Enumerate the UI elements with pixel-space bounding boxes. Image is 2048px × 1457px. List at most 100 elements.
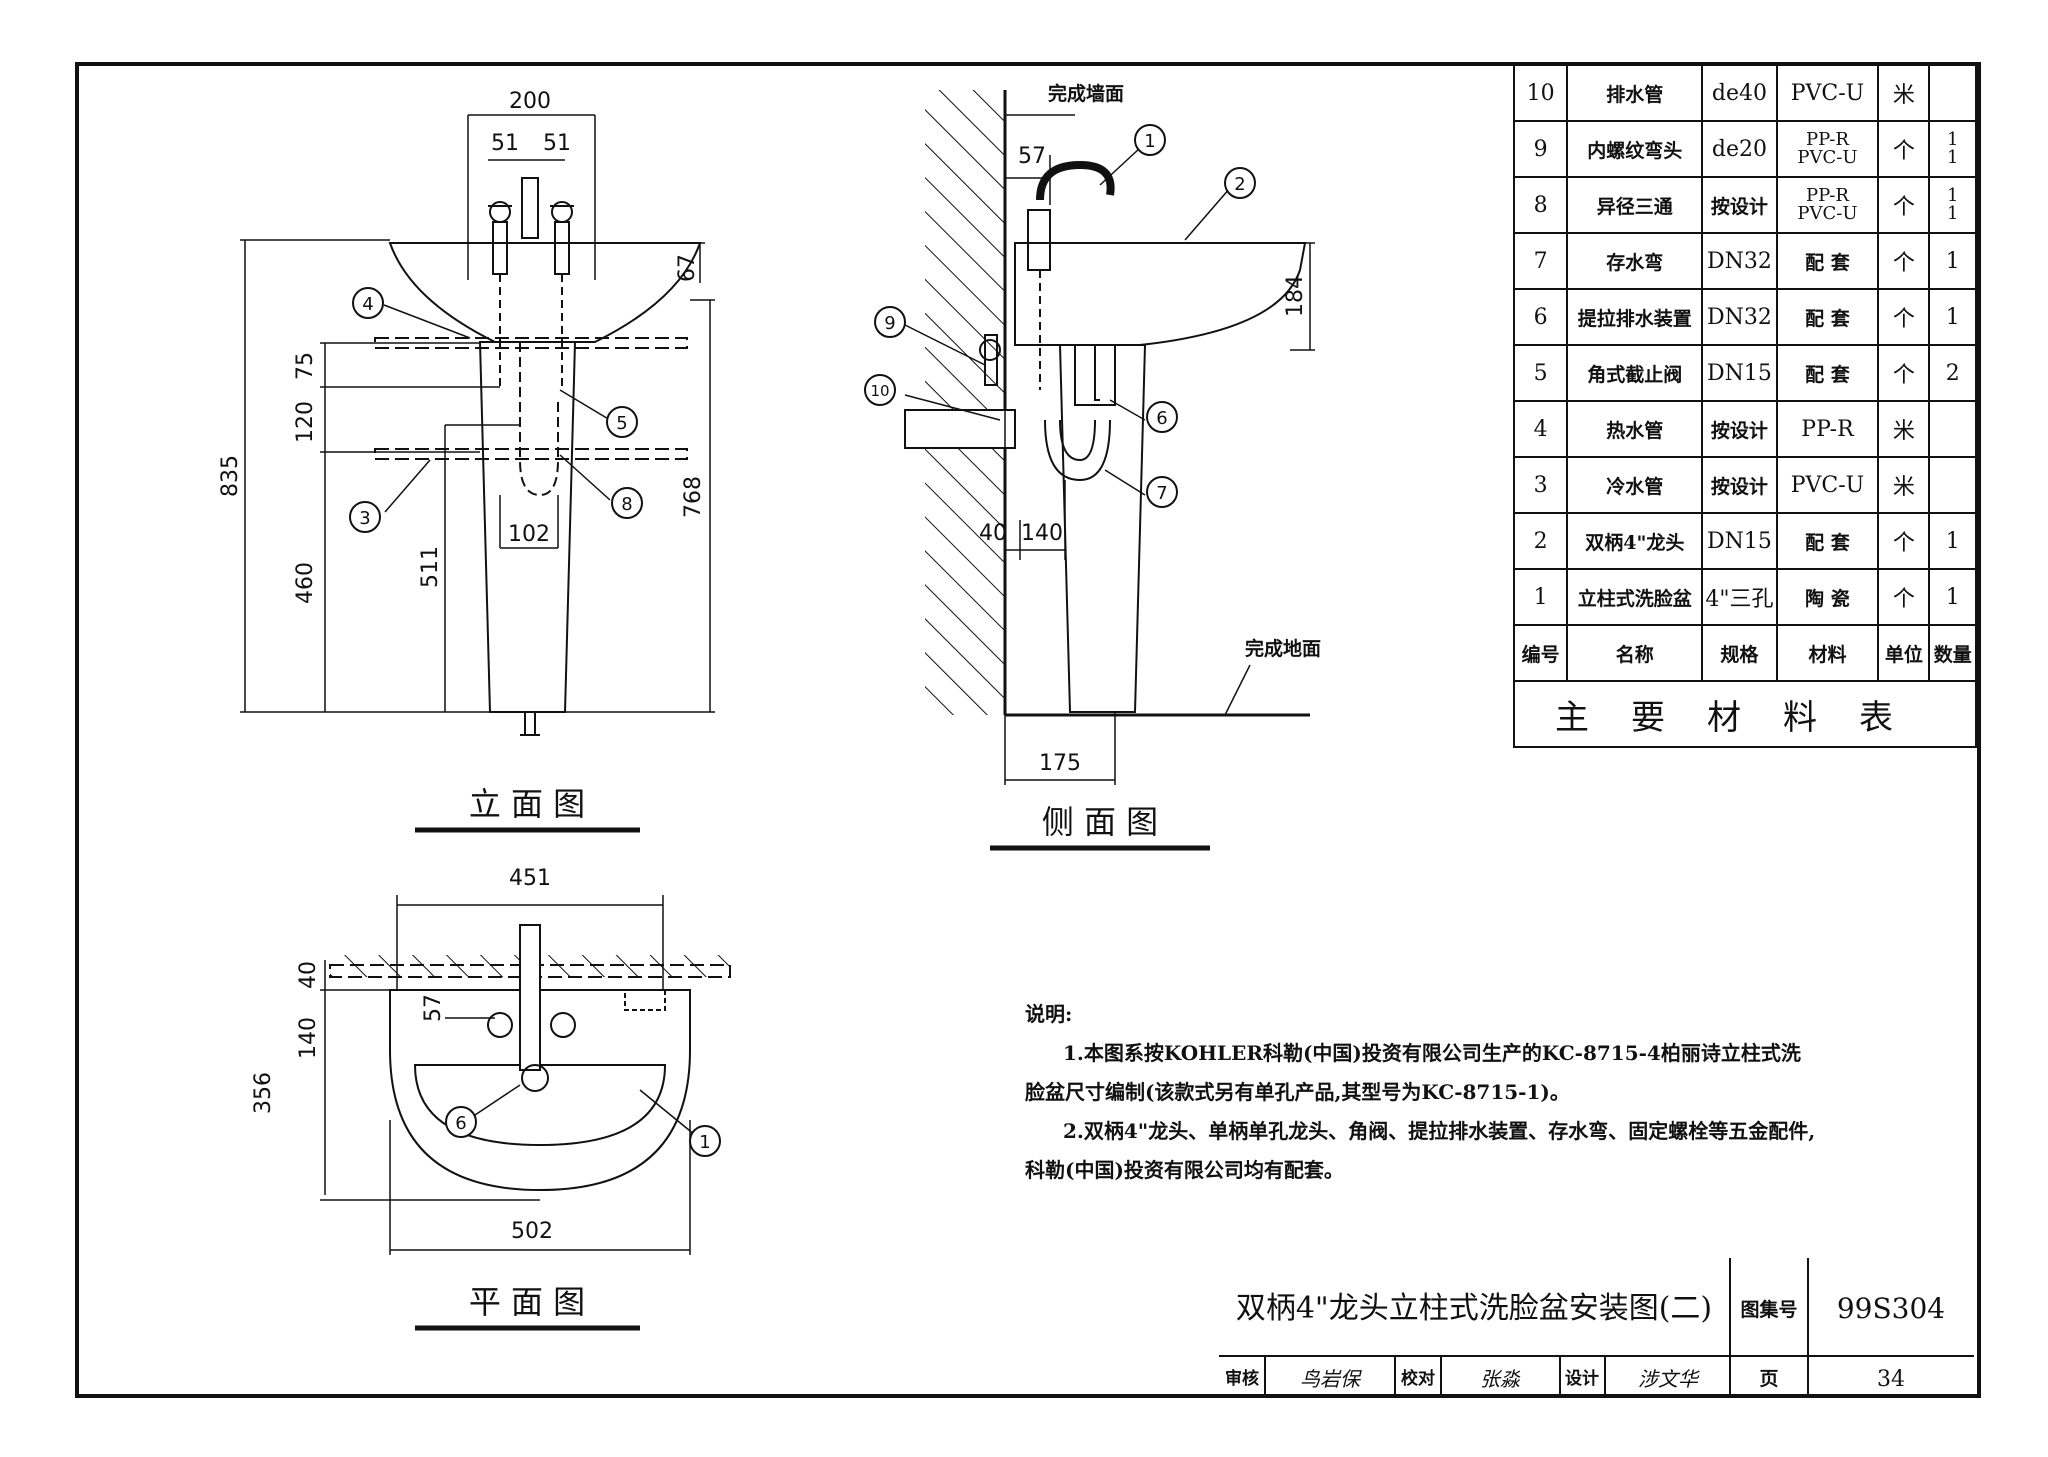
row-no: 2	[1512, 512, 1569, 570]
table-header: 编号 名称 规格 材料 单位 数量	[1512, 624, 1977, 682]
dim-75: 75	[293, 352, 318, 380]
row-qty: 1	[1928, 232, 1977, 290]
side-title: 侧 面 图	[1042, 803, 1158, 841]
plan-title: 平 面 图	[469, 1283, 585, 1321]
side-dim-57: 57	[1018, 144, 1046, 169]
elevation-view	[240, 114, 715, 736]
dim-51a: 51	[491, 131, 519, 156]
dim-120: 120	[293, 401, 318, 443]
callout-10-side: 10	[870, 382, 889, 400]
row-spec: DN32	[1701, 232, 1778, 290]
elevation-title: 立 面 图	[469, 785, 585, 823]
row-no: 10	[1512, 64, 1569, 122]
row-qty: 2	[1928, 344, 1977, 402]
row-unit: 个	[1877, 288, 1931, 346]
sheet-border	[75, 62, 1981, 1398]
row-no: 9	[1512, 120, 1569, 178]
row-qty: 1	[1928, 568, 1977, 626]
plan-dim-40: 40	[296, 961, 321, 989]
callout-6-plan: 6	[455, 1113, 466, 1134]
side-dim-140: 140	[1021, 521, 1063, 546]
row-unit: 米	[1877, 400, 1931, 458]
side-dim-40: 40	[979, 521, 1007, 546]
row-no: 7	[1512, 232, 1569, 290]
notes-line-3: 2.双柄4"龙头、单柄单孔龙头、角阀、提拉排水装置、存水弯、固定螺栓等五金配件,	[1063, 1119, 1816, 1143]
table-row: 5 角式截止阀 DN15 配 套 个 2	[1512, 344, 1977, 402]
drawing-title: 双柄4"龙头立柱式洗脸盆安装图(二)	[1236, 1291, 1712, 1326]
row-material: 陶 瓷	[1775, 568, 1880, 626]
notes-line-1: 1.本图系按KOHLER科勒(中国)投资有限公司生产的KC-8715-4柏丽诗立…	[1063, 1041, 1801, 1065]
row-material: 配 套	[1775, 344, 1880, 402]
row-no: 4	[1512, 400, 1569, 458]
row-material: PP-R PVC-U	[1775, 176, 1880, 234]
table-row: 6 提拉排水装置 DN32 配 套 个 1	[1512, 288, 1977, 346]
header-spec: 规格	[1701, 624, 1778, 682]
row-material: 配 套	[1775, 232, 1880, 290]
row-unit: 个	[1877, 512, 1931, 570]
dim-67: 67	[675, 254, 700, 282]
dim-102: 102	[508, 522, 550, 547]
plan-dim-140: 140	[296, 1017, 321, 1059]
row-unit: 个	[1877, 568, 1931, 626]
wall-label: 完成墙面	[1048, 82, 1124, 105]
row-spec: DN32	[1701, 288, 1778, 346]
row-qty	[1928, 400, 1977, 458]
row-no: 6	[1512, 288, 1569, 346]
dim-51b: 51	[543, 131, 571, 156]
row-qty: 1 1	[1928, 120, 1977, 178]
dim-835: 835	[218, 455, 243, 497]
row-unit: 米	[1877, 456, 1931, 514]
row-no: 5	[1512, 344, 1569, 402]
design-label: 设计	[1565, 1368, 1599, 1389]
table-row: 7 存水弯 DN32 配 套 个 1	[1512, 232, 1977, 290]
row-material: PP-R PVC-U	[1775, 120, 1880, 178]
notes-block: 说明: 1.本图系按KOHLER科勒(中国)投资有限公司生产的KC-8715-4…	[1025, 995, 1885, 1190]
row-material: PVC-U	[1775, 64, 1880, 122]
row-material: 配 套	[1775, 288, 1880, 346]
row-no: 3	[1512, 456, 1569, 514]
row-spec: DN15	[1701, 512, 1778, 570]
row-qty	[1928, 456, 1977, 514]
dim-768: 768	[681, 476, 706, 518]
row-name: 排水管	[1566, 64, 1704, 122]
header-qty: 数量	[1928, 624, 1977, 682]
material-table: 10 排水管 de40 PVC-U 米 9 内螺纹弯头 de20 PP-R PV…	[1512, 64, 1977, 748]
row-spec: 4"三孔	[1701, 568, 1778, 626]
callout-9-side: 9	[884, 313, 895, 334]
side-dim-175: 175	[1039, 751, 1081, 776]
table-title: 主要材料表	[1513, 680, 1977, 748]
callout-1-side: 1	[1144, 131, 1155, 152]
row-qty	[1928, 64, 1977, 122]
notes-line-4: 科勒(中国)投资有限公司均有配套。	[1025, 1158, 1344, 1182]
dim-200: 200	[509, 89, 551, 114]
row-name: 提拉排水装置	[1566, 288, 1704, 346]
header-material: 材料	[1775, 624, 1880, 682]
row-name: 立柱式洗脸盆	[1566, 568, 1704, 626]
row-name: 冷水管	[1566, 456, 1704, 514]
header-name: 名称	[1566, 624, 1704, 682]
row-spec: DN15	[1701, 344, 1778, 402]
row-spec: 按设计	[1701, 456, 1778, 514]
floor-label: 完成地面	[1245, 637, 1321, 660]
row-name: 双柄4"龙头	[1566, 512, 1704, 570]
notes-line-2: 脸盆尺寸编制(该款式另有单孔产品,其型号为KC-8715-1)。	[1025, 1080, 1570, 1104]
plan-dim-57: 57	[421, 994, 446, 1022]
row-unit: 个	[1877, 344, 1931, 402]
row-no: 8	[1512, 176, 1569, 234]
row-unit: 个	[1877, 232, 1931, 290]
row-spec: de20	[1701, 120, 1778, 178]
callout-7-side: 7	[1156, 483, 1167, 504]
side-view	[904, 90, 1315, 785]
row-name: 内螺纹弯头	[1566, 120, 1704, 178]
plan-dim-356: 356	[251, 1072, 276, 1114]
atlas-number: 99S304	[1837, 1292, 1945, 1325]
row-material: 配 套	[1775, 512, 1880, 570]
plan-view	[320, 895, 731, 1255]
row-unit: 个	[1877, 176, 1931, 234]
review-label: 审核	[1225, 1368, 1259, 1389]
row-unit: 米	[1877, 64, 1931, 122]
row-qty: 1	[1928, 288, 1977, 346]
plan-dim-451: 451	[509, 866, 551, 891]
table-row: 3 冷水管 按设计 PVC-U 米	[1512, 456, 1977, 514]
